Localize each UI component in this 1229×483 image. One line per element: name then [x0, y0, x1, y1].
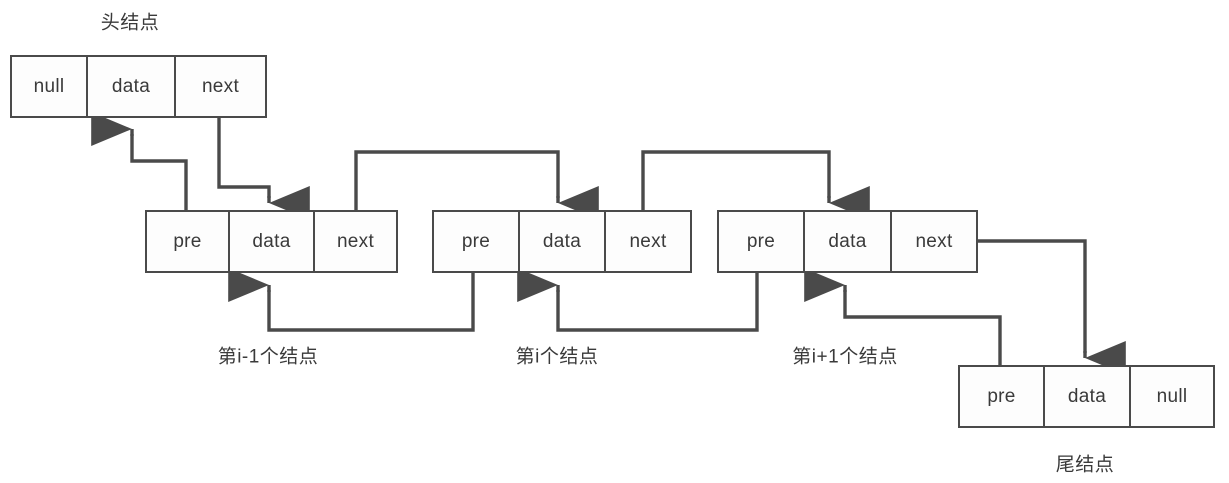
- tail-node-pre-cell: pre: [960, 367, 1045, 426]
- node-i-minus-1[interactable]: pre data next: [145, 210, 398, 273]
- wire-node3-next-to-tail-data: [978, 239, 1087, 353]
- node-i-plus-1[interactable]: pre data next: [717, 210, 978, 273]
- node-i-pre-cell: pre: [434, 212, 520, 271]
- wire-node1-pre-to-head-data: [130, 134, 188, 210]
- head-node-data-cell: data: [88, 57, 176, 116]
- node-i-label: 第i个结点: [515, 346, 599, 368]
- node-i[interactable]: pre data next: [432, 210, 692, 273]
- node-i-minus-1-data-cell: data: [230, 212, 315, 271]
- node-i-plus-1-data-cell: data: [805, 212, 892, 271]
- wire-node2-pre-to-node1-data: [267, 273, 475, 332]
- wire-node3-pre-to-node2-data: [556, 273, 759, 332]
- wire-node1-next-to-node2-data: [354, 150, 560, 210]
- tail-node[interactable]: pre data null: [958, 365, 1215, 428]
- head-node-label: 头结点: [100, 12, 160, 34]
- head-node-next-cell: next: [176, 57, 265, 116]
- tail-node-data-cell: data: [1045, 367, 1131, 426]
- node-i-plus-1-next-cell: next: [892, 212, 976, 271]
- head-node[interactable]: null data next: [10, 55, 267, 118]
- node-i-next-cell: next: [606, 212, 690, 271]
- node-i-minus-1-label: 第i-1个结点: [217, 346, 319, 368]
- wire-head-next-to-node1-data: [217, 118, 271, 198]
- node-i-plus-1-pre-cell: pre: [719, 212, 805, 271]
- node-i-minus-1-pre-cell: pre: [147, 212, 230, 271]
- wire-node2-next-to-node3-data: [641, 150, 831, 210]
- tail-node-label: 尾结点: [1055, 454, 1115, 476]
- node-i-minus-1-next-cell: next: [315, 212, 396, 271]
- node-i-data-cell: data: [520, 212, 606, 271]
- head-node-pre-cell: null: [12, 57, 88, 116]
- node-i-plus-1-label: 第i+1个结点: [792, 346, 898, 368]
- tail-node-null-cell: null: [1131, 367, 1213, 426]
